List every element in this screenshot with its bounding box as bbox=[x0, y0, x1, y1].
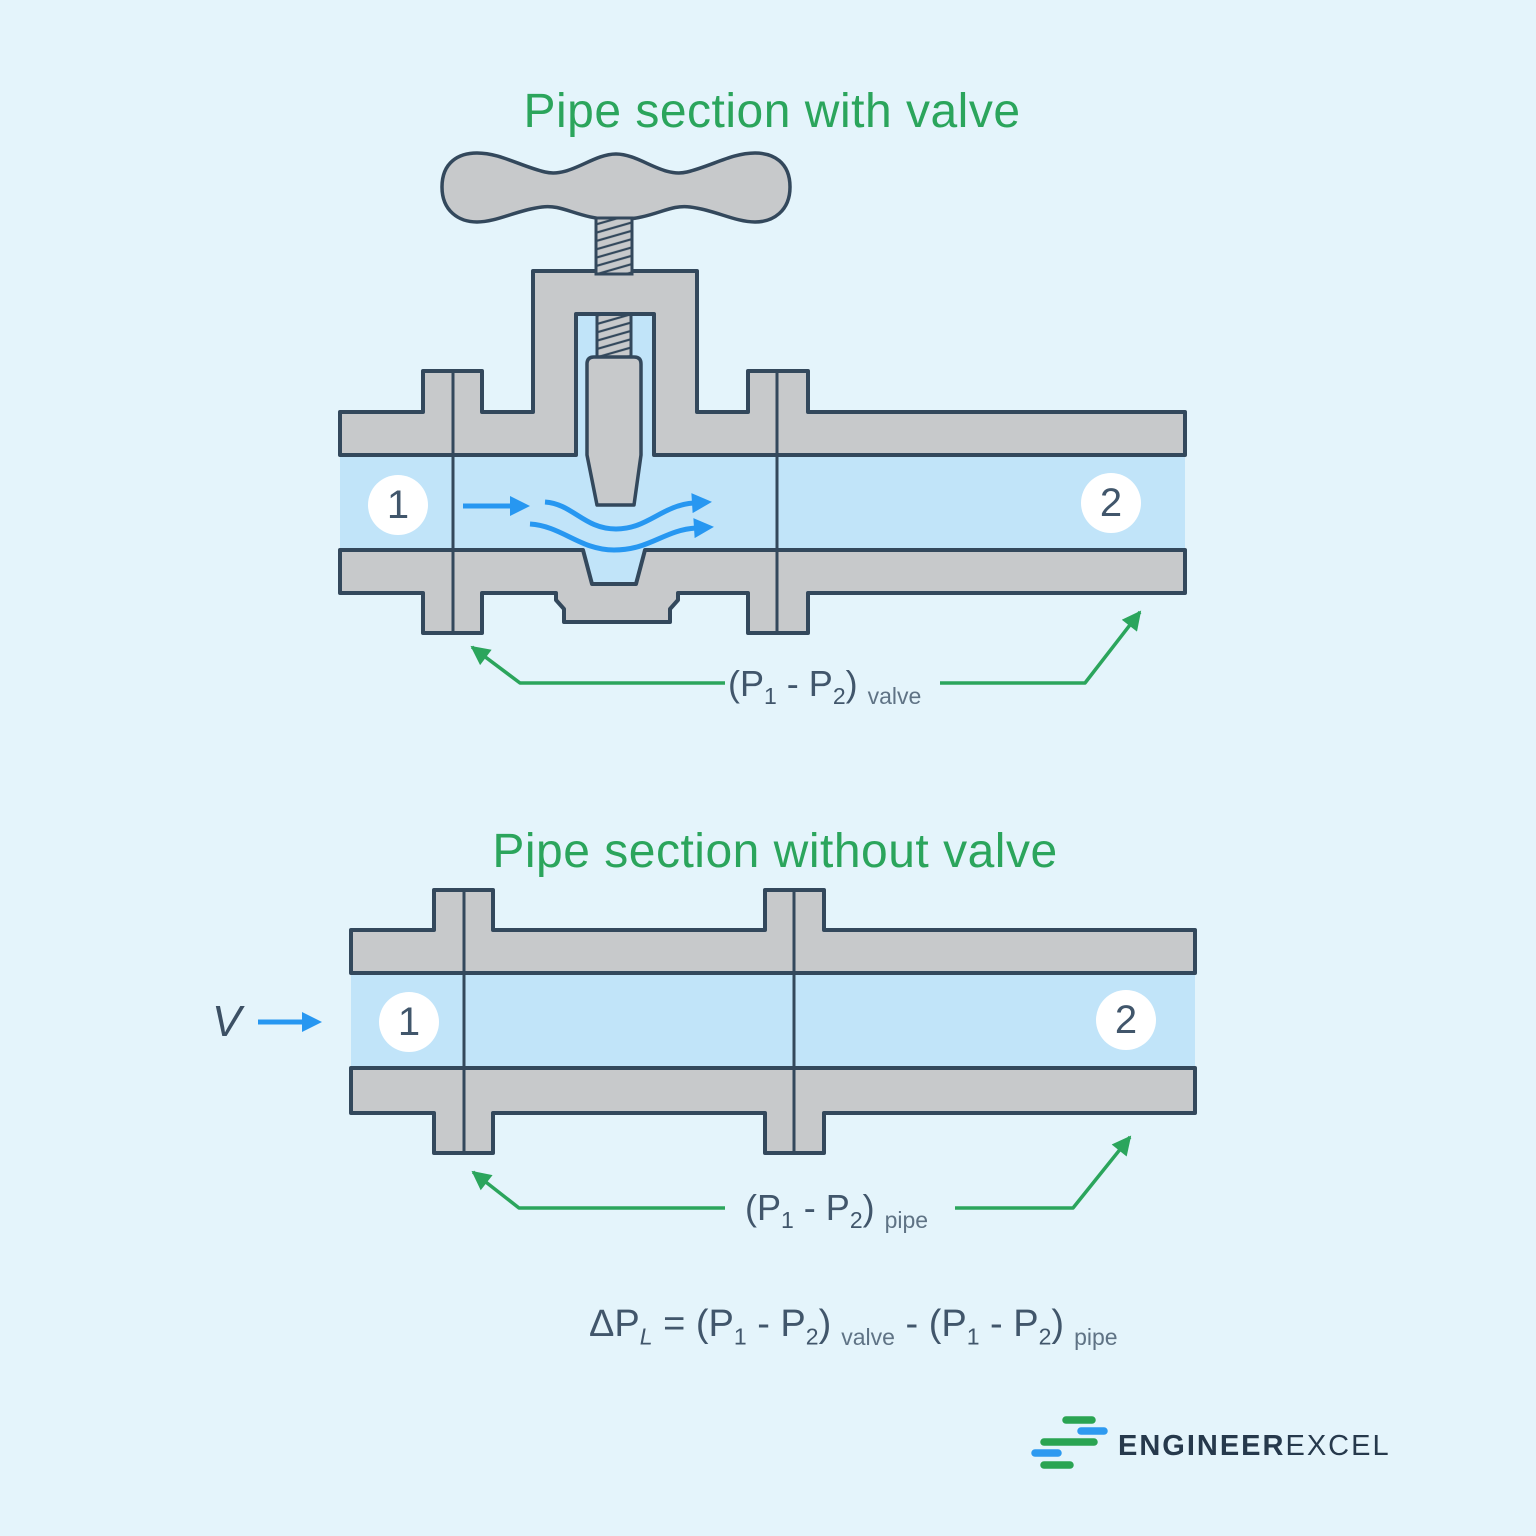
fig2-pressure-annotation: (P1 - P2) pipe bbox=[745, 1190, 928, 1232]
fig1-annotation-leaders bbox=[470, 610, 1142, 685]
fig1-ann-sub1: 1 bbox=[764, 683, 777, 710]
flow-arrow-wavy-lower bbox=[529, 518, 714, 553]
engineerexcel-logo-text: ENGINEEREXCEL bbox=[1118, 1432, 1391, 1461]
fig2-point-1-badge: 1 bbox=[379, 992, 439, 1052]
engineerexcel-logo-icon bbox=[1031, 1416, 1108, 1469]
fig1-bottom-wall bbox=[338, 548, 1187, 635]
formula-g1-sub2: 2 bbox=[805, 1323, 819, 1350]
fig2-ann-sub2: 2 bbox=[849, 1207, 863, 1234]
fig1-leader-right bbox=[940, 610, 1142, 685]
flow-arrow-wavy-upper bbox=[544, 493, 712, 532]
fig1-ann-mid: - P bbox=[776, 663, 833, 704]
fig2-top-wall bbox=[349, 888, 1197, 975]
formula-minus: - bbox=[894, 1303, 929, 1345]
logo-part-engineer: ENGINEER bbox=[1118, 1430, 1286, 1462]
fig1-top-wall-and-bonnet bbox=[338, 269, 1187, 457]
fig1-ann-close: ) bbox=[845, 663, 858, 704]
figure2-pipe-drawing bbox=[258, 888, 1197, 1210]
formula-g2-open: (P bbox=[928, 1303, 967, 1345]
valve-handle bbox=[440, 151, 792, 224]
formula-g1-close: ) bbox=[818, 1303, 832, 1345]
fig2-leader-left bbox=[471, 1170, 725, 1210]
pressure-loss-formula: ΔPL = (P1 - P2)valve - (P1 - P2)pipe bbox=[589, 1305, 1118, 1349]
fig1-point-1-label: 1 bbox=[386, 483, 410, 527]
flow-arrows bbox=[463, 493, 714, 553]
formula-g1-word: valve bbox=[841, 1323, 895, 1350]
figure1-title: Pipe section with valve bbox=[523, 85, 1021, 138]
formula-g1-mid: - P bbox=[746, 1303, 806, 1345]
fig2-annotation-leaders bbox=[471, 1135, 1132, 1210]
fig2-ann-open: (P bbox=[745, 1187, 781, 1228]
formula-g2-mid: - P bbox=[979, 1303, 1039, 1345]
fig1-point-2-badge: 2 bbox=[1081, 473, 1141, 533]
fig2-point-2-label: 2 bbox=[1114, 998, 1138, 1042]
logo-part-excel: EXCEL bbox=[1285, 1430, 1391, 1462]
figure2-title: Pipe section without valve bbox=[492, 825, 1058, 878]
fig1-point-1-badge: 1 bbox=[368, 475, 428, 535]
fig2-bottom-wall bbox=[349, 1066, 1197, 1155]
formula-equals: = bbox=[652, 1303, 696, 1345]
formula-g1-open: (P bbox=[695, 1303, 734, 1345]
fig1-ann-word: valve bbox=[867, 683, 922, 710]
fig2-ann-close: ) bbox=[862, 1187, 875, 1228]
fig1-ann-open: (P bbox=[728, 663, 764, 704]
fig2-leader-right bbox=[955, 1135, 1132, 1210]
fig2-point-2-badge: 2 bbox=[1096, 990, 1156, 1050]
fig1-point-2-label: 2 bbox=[1099, 481, 1123, 525]
figure1-valve-drawing bbox=[338, 151, 1187, 685]
valve-stem-lower bbox=[595, 312, 633, 362]
formula-g2-word: pipe bbox=[1074, 1323, 1118, 1350]
formula-g2-close: ) bbox=[1051, 1303, 1065, 1345]
fig1-pressure-annotation: (P1 - P2) valve bbox=[728, 666, 921, 708]
velocity-label: V bbox=[212, 997, 242, 1046]
valve-plug bbox=[585, 355, 643, 507]
fig1-ann-sub2: 2 bbox=[832, 683, 846, 710]
fig1-leader-left bbox=[470, 645, 725, 685]
formula-g2-sub2: 2 bbox=[1038, 1323, 1052, 1350]
formula-lhs: ΔP bbox=[589, 1303, 640, 1345]
fig1-fluid bbox=[340, 455, 1185, 584]
fig2-ann-word: pipe bbox=[884, 1207, 929, 1234]
fig2-point-1-label: 1 bbox=[397, 1000, 421, 1044]
fig2-ann-sub1: 1 bbox=[781, 1207, 794, 1234]
formula-lhs-sub: L bbox=[639, 1323, 653, 1350]
fig2-ann-mid: - P bbox=[793, 1187, 850, 1228]
valve-stem-upper bbox=[594, 216, 634, 276]
formula-g1-sub1: 1 bbox=[733, 1323, 747, 1350]
fig2-fluid bbox=[351, 973, 1195, 1068]
formula-g2-sub1: 1 bbox=[966, 1323, 980, 1350]
